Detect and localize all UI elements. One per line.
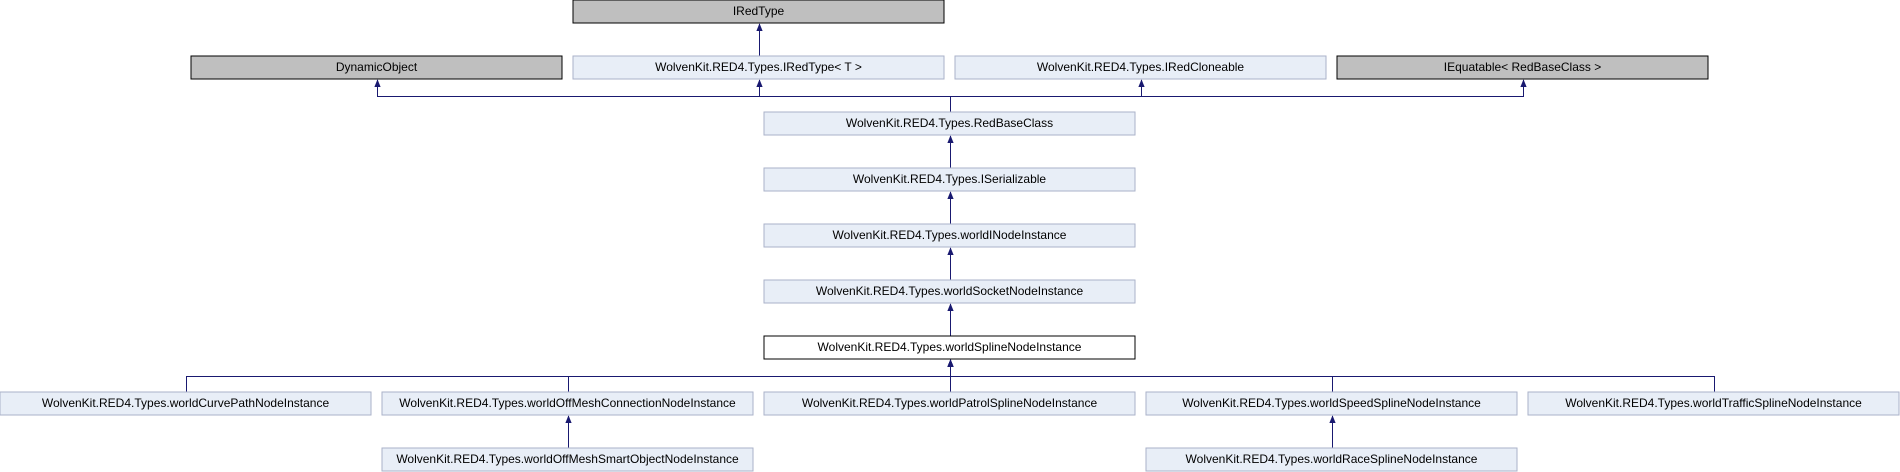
node-label-worldinodeinstance: WolvenKit.RED4.Types.worldINodeInstance (833, 228, 1067, 242)
node-label-worldsplinenodeinstance: WolvenKit.RED4.Types.worldSplineNodeInst… (818, 340, 1082, 354)
node-worldracesplinenodeinstance[interactable]: WolvenKit.RED4.Types.worldRaceSplineNode… (1145, 447, 1518, 472)
node-label-worldspeedsplinenodeinstance: WolvenKit.RED4.Types.worldSpeedSplineNod… (1182, 396, 1481, 410)
node-redbaseclass[interactable]: WolvenKit.RED4.Types.RedBaseClass (763, 111, 1136, 136)
edge-worldoffmeshconnectionnodeinstance-to-worldsplinenodeinstance (568, 359, 954, 392)
node-worldcurvepathnodeinstance[interactable]: WolvenKit.RED4.Types.worldCurvePathNodeI… (0, 391, 372, 416)
node-worldoffmeshconnectionnodeinstance[interactable]: WolvenKit.RED4.Types.worldOffMeshConnect… (381, 391, 754, 416)
node-iredtype[interactable]: IRedType (572, 0, 945, 24)
node-iredcloneable[interactable]: WolvenKit.RED4.Types.IRedCloneable (954, 55, 1327, 80)
node-iequatable[interactable]: IEquatable< RedBaseClass > (1336, 55, 1709, 80)
node-label-iserializable: WolvenKit.RED4.Types.ISerializable (853, 172, 1047, 186)
node-iredtype-t[interactable]: WolvenKit.RED4.Types.IRedType< T > (572, 55, 945, 80)
node-label-dynamic-object: DynamicObject (336, 60, 418, 74)
node-worldsocketnodeinstance[interactable]: WolvenKit.RED4.Types.worldSocketNodeInst… (763, 279, 1136, 304)
edge-worldtrafficsplinenodeinstance-to-worldsplinenodeinstance (947, 359, 1715, 392)
node-worldspeedsplinenodeinstance[interactable]: WolvenKit.RED4.Types.worldSpeedSplineNod… (1145, 391, 1518, 416)
node-worldpatrolsplinenodeinstance[interactable]: WolvenKit.RED4.Types.worldPatrolSplineNo… (763, 391, 1136, 416)
node-worldtrafficsplinenodeinstance[interactable]: WolvenKit.RED4.Types.worldTrafficSplineN… (1527, 391, 1900, 416)
node-label-worldpatrolsplinenodeinstance: WolvenKit.RED4.Types.worldPatrolSplineNo… (802, 396, 1098, 410)
node-label-worldracesplinenodeinstance: WolvenKit.RED4.Types.worldRaceSplineNode… (1186, 452, 1478, 466)
node-worldsplinenodeinstance[interactable]: WolvenKit.RED4.Types.worldSplineNodeInst… (763, 335, 1136, 360)
node-label-iequatable: IEquatable< RedBaseClass > (1444, 60, 1601, 74)
node-label-redbaseclass: WolvenKit.RED4.Types.RedBaseClass (846, 116, 1053, 130)
node-dynamic-object[interactable]: DynamicObject (190, 55, 563, 80)
node-iserializable[interactable]: WolvenKit.RED4.Types.ISerializable (763, 167, 1136, 192)
edge-redbaseclass-to-iequatable (950, 79, 1527, 112)
node-label-iredcloneable: WolvenKit.RED4.Types.IRedCloneable (1037, 60, 1245, 74)
node-worldoffmeshsmartobjectnodeinstance[interactable]: WolvenKit.RED4.Types.worldOffMeshSmartOb… (381, 447, 754, 472)
inheritance-edges (186, 23, 1715, 448)
node-worldinodeinstance[interactable]: WolvenKit.RED4.Types.worldINodeInstance (763, 223, 1136, 248)
node-label-worldtrafficsplinenodeinstance: WolvenKit.RED4.Types.worldTrafficSplineN… (1565, 396, 1862, 410)
node-label-worldsocketnodeinstance: WolvenKit.RED4.Types.worldSocketNodeInst… (816, 284, 1084, 298)
edge-redbaseclass-to-iredtype_t (756, 79, 951, 112)
node-label-worldoffmeshsmartobjectnodeinstance: WolvenKit.RED4.Types.worldOffMeshSmartOb… (396, 452, 739, 466)
node-label-iredtype: IRedType (733, 4, 785, 18)
node-label-worldoffmeshconnectionnodeinstance: WolvenKit.RED4.Types.worldOffMeshConnect… (399, 396, 736, 410)
node-label-iredtype-t: WolvenKit.RED4.Types.IRedType< T > (655, 60, 862, 74)
node-label-worldcurvepathnodeinstance: WolvenKit.RED4.Types.worldCurvePathNodeI… (42, 396, 330, 410)
